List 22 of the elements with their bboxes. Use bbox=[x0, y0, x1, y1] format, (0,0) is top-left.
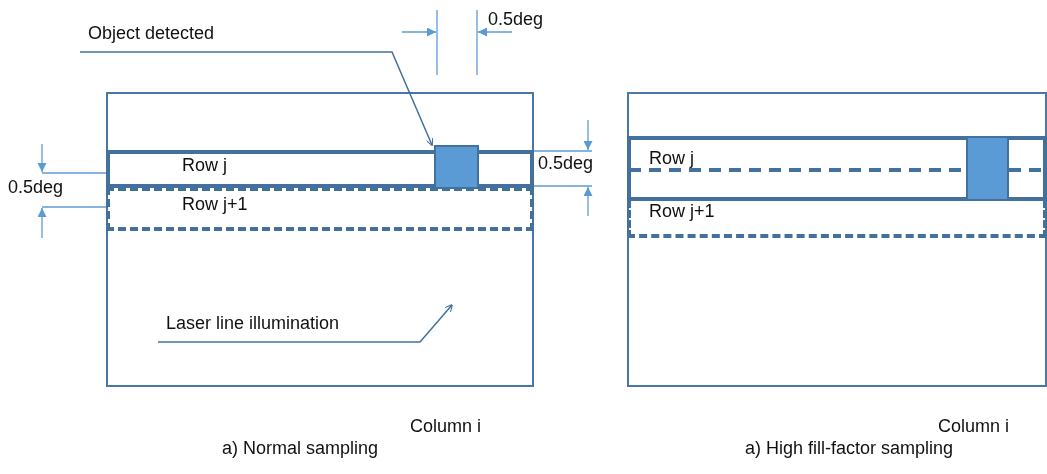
row-label: Row j+1 bbox=[649, 200, 715, 222]
detected-object-square bbox=[966, 136, 1009, 201]
sensor-frame bbox=[106, 92, 534, 387]
axis-label: Column i bbox=[938, 415, 1010, 437]
row-label: Row j bbox=[649, 147, 694, 169]
dimension-label: 0.5deg bbox=[488, 8, 544, 30]
row-label: Row j+1 bbox=[182, 193, 248, 215]
axis-label: Column i bbox=[410, 415, 482, 437]
leader-arrow bbox=[79, 51, 434, 147]
detected-object-square bbox=[434, 145, 479, 189]
panel-caption: a) High fill-factor sampling bbox=[745, 437, 954, 459]
sensor-frame bbox=[627, 92, 1047, 387]
dimension-label: 0.5deg bbox=[538, 152, 594, 174]
callout-text: Object detected bbox=[88, 22, 215, 44]
panel-caption: a) Normal sampling bbox=[222, 437, 379, 459]
dimension-label: 0.5deg bbox=[8, 176, 64, 198]
row-label: Row j bbox=[182, 154, 227, 176]
callout-text: Laser line illumination bbox=[166, 312, 340, 334]
dashed-row-band bbox=[106, 187, 534, 231]
row-band bbox=[627, 136, 1047, 201]
leader-arrow bbox=[157, 303, 453, 343]
dashed-row-band bbox=[627, 200, 1047, 238]
